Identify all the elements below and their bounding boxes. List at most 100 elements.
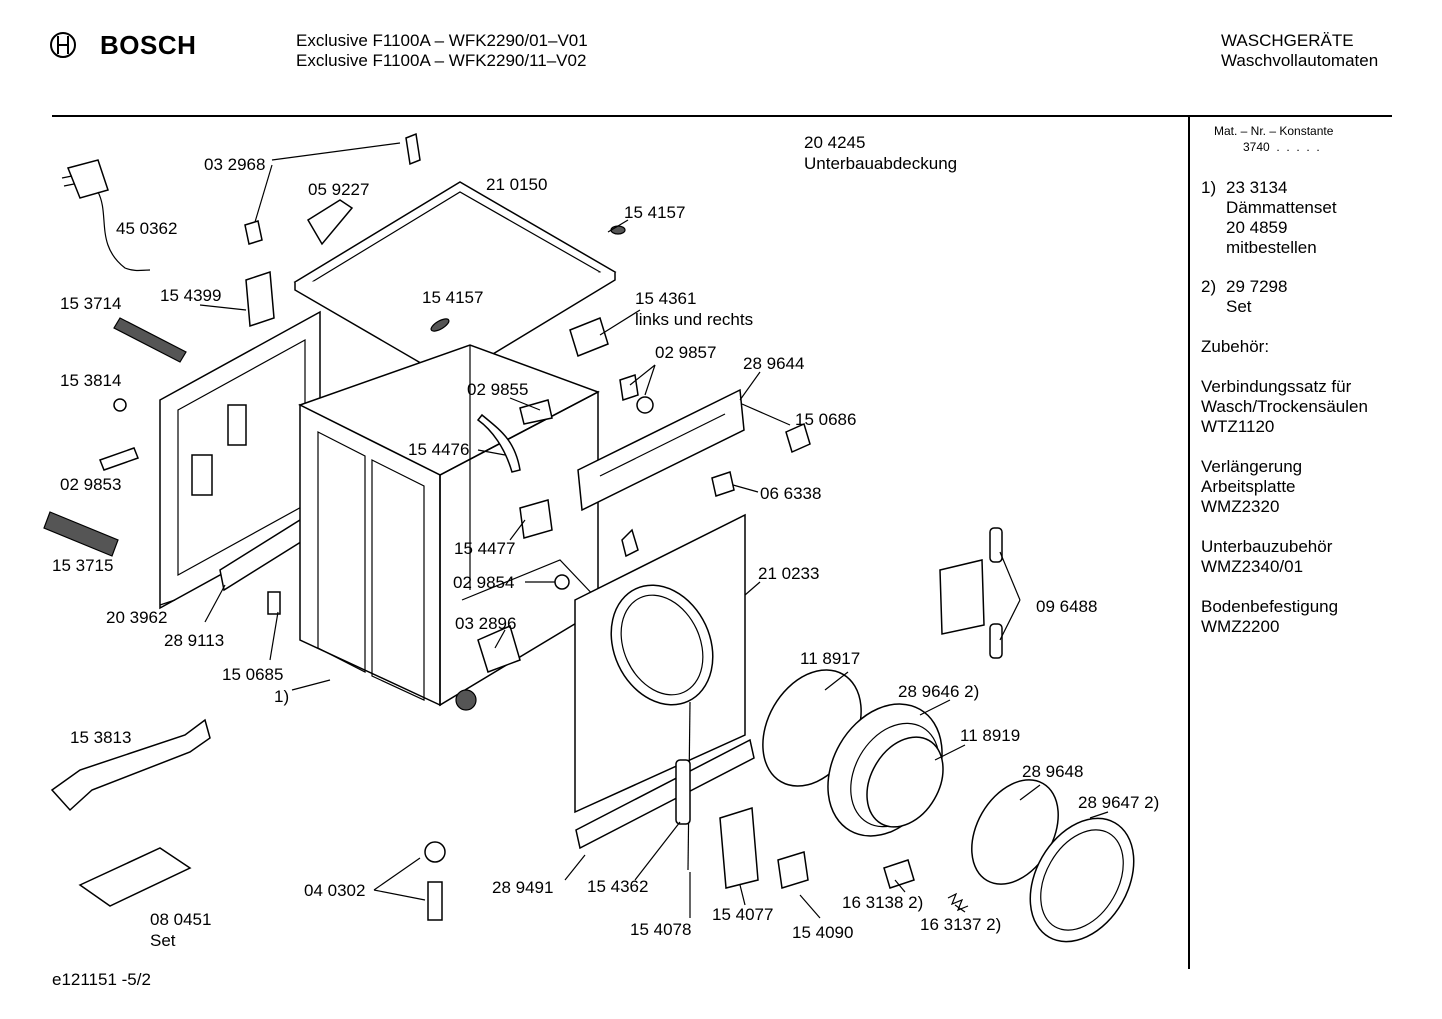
category-title: WASCHGERÄTE	[1221, 31, 1354, 50]
leader-lines	[159, 142, 1109, 919]
part-label: 09 6488	[1036, 597, 1097, 616]
note-1-line: mitbestellen	[1226, 238, 1317, 257]
part-label: Set	[150, 931, 176, 950]
part-label: 15 0685	[222, 665, 283, 684]
note-1-line: 23 3134	[1226, 178, 1288, 197]
part-label: 03 2896	[455, 614, 516, 633]
kick-plate	[575, 738, 755, 850]
part-label: 02 9854	[453, 573, 514, 592]
accessory-line: WTZ1120	[1201, 417, 1275, 436]
part-label: 08 0451	[150, 910, 211, 929]
power-cord-plug	[61, 159, 151, 272]
part-label: 28 9646 2)	[898, 682, 979, 701]
accessory-line: WMZ2320	[1201, 497, 1280, 516]
part-label: 15 4078	[630, 920, 691, 939]
part-label: 16 3138 2)	[842, 893, 923, 912]
part-label: 1)	[274, 687, 289, 706]
part-label: 02 9855	[467, 380, 528, 399]
part-label: Unterbauabdeckung	[804, 154, 957, 173]
brand-name: BOSCH	[100, 29, 197, 60]
clip-154157	[610, 225, 626, 235]
category-subtitle: Waschvollautomaten	[1221, 51, 1379, 70]
front-panel	[574, 513, 746, 814]
part-label: 15 3814	[60, 371, 121, 390]
bowden-cable	[675, 701, 691, 871]
part-label: 28 9491	[492, 878, 553, 897]
document-id: e121151 -5/2	[52, 970, 151, 989]
transport-bracket	[78, 847, 192, 907]
nut-029854	[554, 574, 570, 590]
nut-040302	[424, 841, 446, 921]
part-label: 28 9113	[164, 631, 224, 650]
wrench	[50, 718, 211, 812]
cabinet	[298, 344, 600, 707]
bosch-armature-icon	[50, 32, 76, 58]
part-label: 15 0686	[795, 410, 856, 429]
part-label: 11 8917	[800, 649, 860, 668]
part-label: 02 9853	[60, 475, 121, 494]
accessory-line: Wasch/Trockensäulen	[1201, 397, 1368, 416]
part-label: 06 6338	[760, 484, 821, 503]
accessory-line: Arbeitsplatte	[1201, 477, 1296, 496]
sidebar-divider	[1188, 117, 1190, 969]
part-label: 15 4399	[160, 286, 221, 305]
part-label: 28 9648	[1022, 762, 1083, 781]
clip-153814	[113, 398, 127, 412]
part-label: 03 2968	[204, 155, 265, 174]
part-label: 20 3962	[106, 608, 167, 627]
catch-154477	[519, 499, 553, 539]
control-panel	[577, 388, 745, 512]
lock-hook	[777, 851, 809, 889]
accessory-line: WMZ2200	[1201, 617, 1280, 636]
part-label: 15 4157	[624, 203, 685, 222]
note-1-line: 20 4859	[1226, 218, 1288, 237]
accessory-line: Verlängerung	[1201, 457, 1303, 476]
part-label: 21 0150	[486, 175, 547, 194]
part-label: links und rechts	[635, 310, 753, 329]
header-divider	[52, 115, 1392, 117]
part-label: 28 9647 2)	[1078, 793, 1159, 812]
part-label: 15 4157	[422, 288, 483, 307]
note-2-line: 29 7298	[1226, 277, 1288, 296]
part-label: 15 3715	[52, 556, 113, 575]
knob-066338	[711, 471, 735, 497]
part-label: 15 4090	[792, 923, 853, 942]
part-label: 20 4245	[804, 133, 865, 152]
switch-150685	[267, 591, 281, 615]
note-1-marker: 1)	[1201, 178, 1217, 197]
part-label: 15 4362	[587, 877, 648, 896]
mat-value: 3740 . . . . .	[1243, 140, 1320, 154]
door-lock	[719, 807, 759, 889]
spring-damper	[113, 317, 187, 363]
control-module	[245, 270, 275, 328]
top-cover	[293, 181, 617, 381]
foot-plate	[455, 689, 477, 711]
part-label: 15 3813	[70, 728, 131, 747]
accessory-line: Unterbauzubehör	[1201, 537, 1333, 556]
mat-label: Mat. – Nr. – Konstante	[1214, 124, 1334, 138]
part-label: 15 4477	[454, 539, 515, 558]
brand-logo: BOSCH	[48, 30, 196, 60]
pressure-switch	[619, 374, 654, 414]
part-label: 02 9857	[655, 343, 716, 362]
model-line-2: Exclusive F1100A – WFK2290/11–V02	[296, 51, 587, 70]
part-label: 15 4361	[635, 289, 696, 308]
part-label: 16 3137 2)	[920, 915, 1001, 934]
part-label: 15 4476	[408, 440, 469, 459]
hinge-pin	[883, 859, 915, 889]
accessories-title: Zubehör:	[1201, 337, 1270, 356]
hinge-bracket	[244, 132, 421, 245]
clip-150686	[785, 422, 811, 454]
door-guide	[476, 413, 521, 473]
part-label: 05 9227	[308, 180, 369, 199]
spring-163137	[947, 892, 969, 912]
accessory-line: WMZ2340/01	[1201, 557, 1304, 576]
part-label: 11 8919	[960, 726, 1020, 745]
connector-kit	[939, 527, 1003, 659]
hook-029855	[519, 399, 553, 425]
part-label: 15 3714	[60, 294, 121, 313]
note-1-line: Dämmattenset	[1226, 198, 1337, 217]
door-ring-outer	[1029, 817, 1135, 943]
part-label: 45 0362	[116, 219, 177, 238]
